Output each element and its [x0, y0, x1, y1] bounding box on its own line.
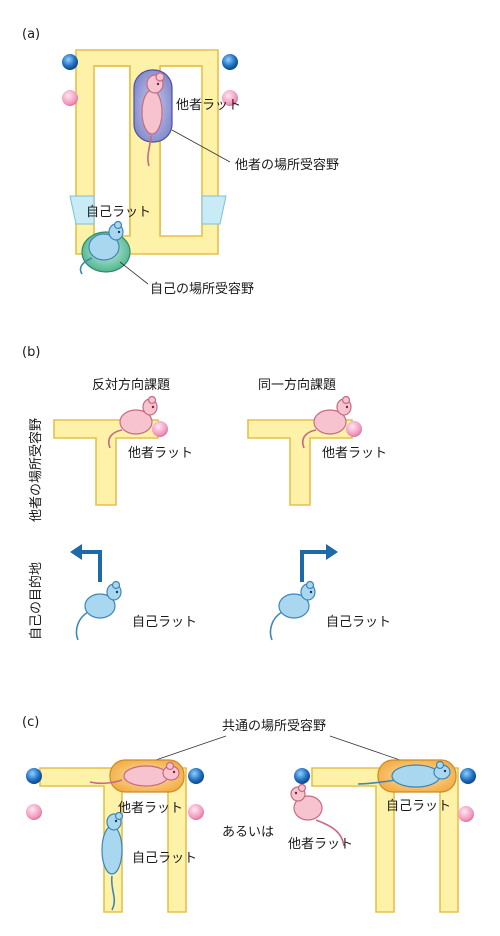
- blue-cue: [460, 768, 476, 784]
- other-rat-label-b-right: 他者ラット: [322, 446, 387, 461]
- other-rat-icon: [301, 395, 352, 449]
- self-rat-label-c-right: 自己ラット: [386, 799, 451, 814]
- row-label-self-goal: 自己の目的地: [28, 562, 44, 640]
- shared-field-label: 共通の場所受容野: [222, 718, 326, 734]
- pink-cue: [458, 806, 474, 822]
- self-rat-icon: [269, 580, 316, 641]
- arrow-left-icon: [70, 544, 102, 582]
- blue-cue: [26, 768, 42, 784]
- arrow-right-icon: [300, 544, 338, 582]
- blue-cue-right: [222, 54, 238, 70]
- task-opposite-label: 反対方向課題: [92, 377, 170, 393]
- blue-cue: [294, 768, 310, 784]
- door-right: [201, 195, 227, 225]
- blue-cue-left: [62, 54, 78, 70]
- self-rat-icon: [357, 760, 451, 788]
- other-rat-label-b-left: 他者ラット: [128, 446, 193, 461]
- door-left: [69, 195, 95, 225]
- panel-b-label: (b): [22, 345, 40, 360]
- or-label: あるいは: [222, 825, 274, 840]
- other-rat-icon: [107, 395, 158, 449]
- self-rat-label-c-left: 自己ラット: [132, 851, 197, 866]
- self-rat-icon: [101, 811, 124, 911]
- row-label-other-field: 他者の場所受容野: [28, 418, 44, 522]
- other-rat-label-a: 他者ラット: [176, 98, 241, 113]
- leader-line: [119, 261, 149, 285]
- leader-line: [329, 735, 401, 761]
- other-rat-icon: [89, 761, 180, 787]
- other-rat-label-c-left: 他者ラット: [118, 801, 183, 816]
- blue-cue: [188, 768, 204, 784]
- pink-cue: [346, 421, 362, 437]
- pink-cue: [152, 421, 168, 437]
- pink-cue: [188, 804, 204, 820]
- other-rat-icon: [141, 72, 165, 167]
- self-rat-icon: [79, 220, 124, 275]
- panel-a-label: (a): [22, 27, 40, 42]
- leader-line: [171, 129, 231, 163]
- self-rat-label-b-right: 自己ラット: [326, 615, 391, 630]
- pink-cue-right: [222, 90, 238, 106]
- leader-line: [149, 735, 227, 763]
- pink-cue-left: [62, 90, 78, 106]
- self-field-label: 自己の場所受容野: [150, 281, 254, 297]
- self-rat-label-b-left: 自己ラット: [132, 615, 197, 630]
- panel-c-label: (c): [22, 715, 39, 730]
- self-rat-icon: [75, 580, 122, 641]
- self-rat-label-a: 自己ラット: [86, 205, 151, 220]
- other-field-label: 他者の場所受容野: [235, 157, 339, 173]
- other-rat-icon: [290, 783, 345, 847]
- pink-cue: [26, 804, 42, 820]
- task-same-label: 同一方向課題: [258, 377, 336, 393]
- other-rat-label-c-right: 他者ラット: [288, 837, 353, 852]
